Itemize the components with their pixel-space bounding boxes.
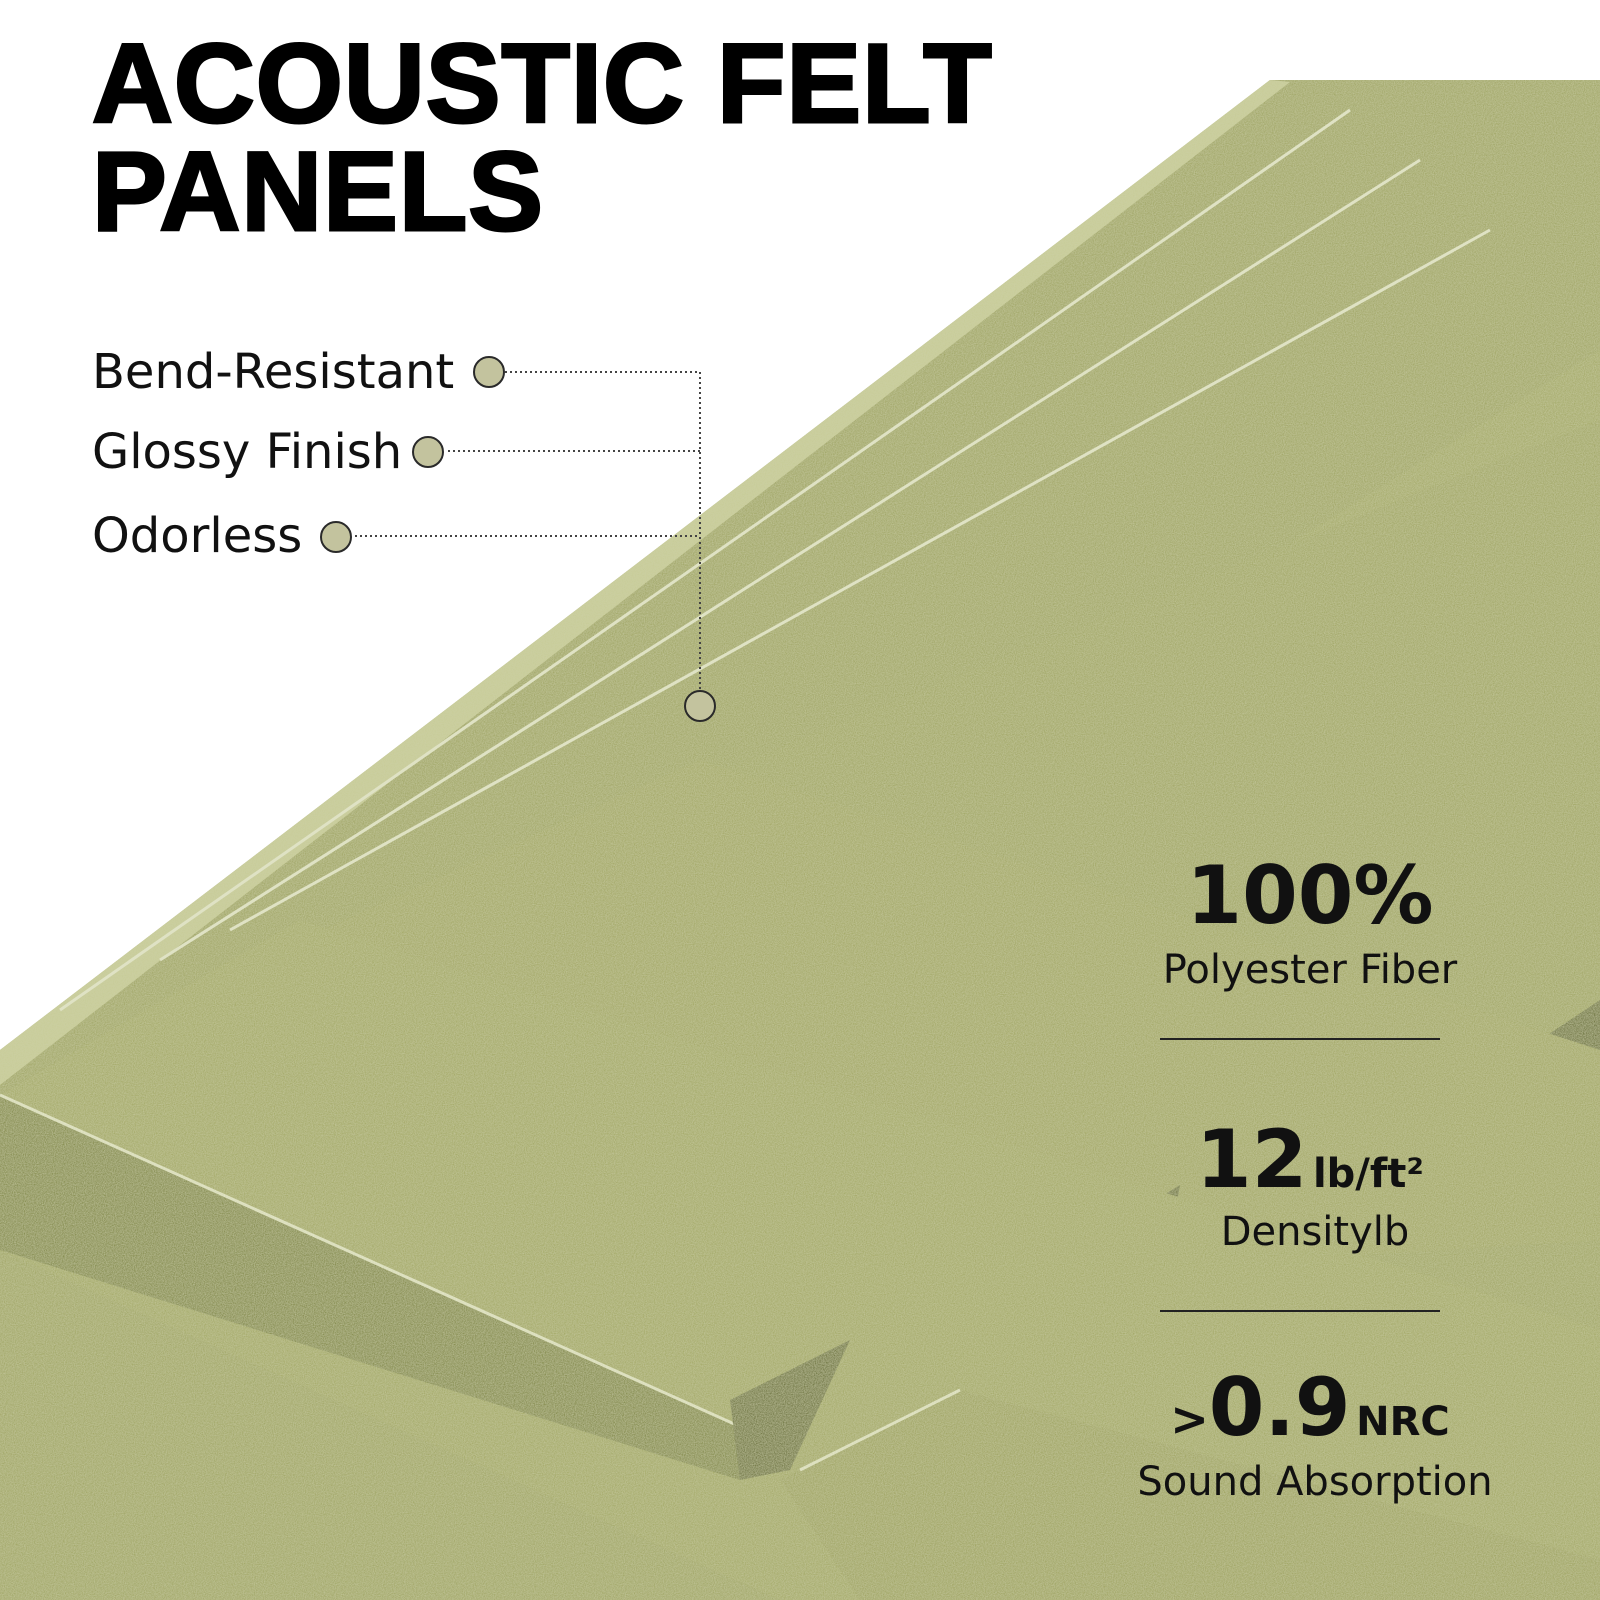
stat-fiber-value: 100% (1186, 849, 1434, 942)
stat-divider (1160, 1310, 1440, 1312)
stat-density-label: Densitylb (1220, 1209, 1410, 1255)
stat-nrc-value: >0.9 NRC (1170, 1361, 1450, 1454)
title-line-1: ACOUSTIC FELT (91, 21, 994, 146)
stat-density-value: 12 lb/ft² (1196, 1113, 1424, 1206)
connector-end-dot-icon (684, 690, 716, 722)
felt-panel-4 (0, 920, 1600, 1600)
title-line-2: PANELS (91, 129, 545, 254)
page-title: ACOUSTIC FELT PANELS (91, 21, 994, 254)
felt-sheets (59, 108, 1491, 1012)
bullet-dot-icon (320, 521, 352, 553)
stat-nrc-label: Sound Absorption (1137, 1459, 1493, 1505)
feature-connectors (355, 371, 701, 690)
stat-fiber-label: Polyester Fiber (1162, 947, 1458, 993)
stat-divider (1160, 1038, 1440, 1040)
feature-odorless: Odorless (92, 508, 303, 564)
bullet-dot-icon (473, 356, 505, 388)
feature-bend-resistant: Bend-Resistant (92, 344, 455, 400)
feature-glossy-finish: Glossy Finish (92, 424, 403, 480)
bullet-dot-icon (412, 436, 444, 468)
